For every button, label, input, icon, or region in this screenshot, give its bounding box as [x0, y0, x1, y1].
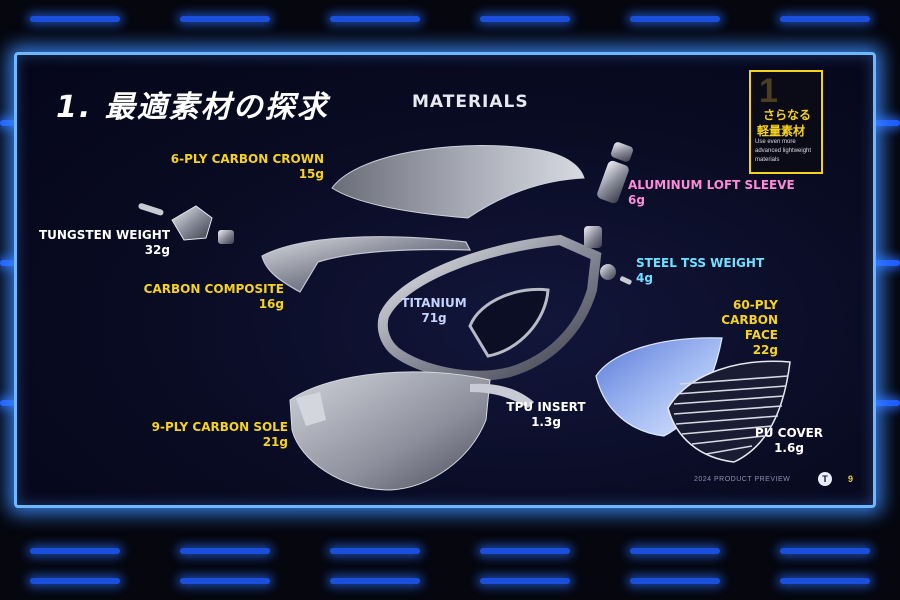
- pu-cover-part: [667, 360, 791, 463]
- carbon-composite-part: [261, 236, 471, 293]
- slide-subtitle: MATERIALS: [412, 92, 529, 112]
- label-tungsten-weight: TUNGSTEN WEIGHT 32g: [28, 228, 170, 258]
- label-carbon-crown: 6-PLY CARBON CROWN 15g: [152, 152, 324, 182]
- label-carbon-sole: 9-PLY CARBON SOLE 21g: [128, 420, 288, 450]
- label-name: CARBON COMPOSITE: [143, 282, 284, 296]
- label-weight: 6g: [628, 193, 645, 207]
- carbon-crown-part: [331, 145, 585, 219]
- titanium-body-part: [377, 234, 602, 381]
- carbon-sole-part: [289, 371, 491, 491]
- led-strip-bottom-2: [0, 578, 900, 586]
- brand-logo-icon: T: [818, 472, 832, 486]
- label-titanium: TITANIUM 71g: [386, 296, 482, 326]
- label-carbon-face: 60-PLY CARBON FACE 22g: [668, 298, 778, 358]
- label-name: TUNGSTEN WEIGHT: [38, 228, 170, 242]
- label-tpu-insert: TPU INSERT 1.3g: [496, 400, 596, 430]
- label-weight: 71g: [421, 311, 447, 325]
- label-weight: 1.6g: [774, 441, 804, 455]
- label-steel-tss-weight: STEEL TSS WEIGHT 4g: [636, 256, 766, 286]
- label-name: 60-PLY CARBON FACE: [721, 298, 778, 342]
- tpu-insert-part: [470, 383, 534, 408]
- steel-tss-weight-part: [600, 264, 632, 285]
- feature-badge: 1 さらなる 軽量素材 Use even more advanced light…: [749, 70, 823, 174]
- label-weight: 15g: [298, 167, 324, 181]
- label-name: 6-PLY CARBON CROWN: [170, 152, 324, 166]
- badge-note: Use even more advanced lightweight mater…: [755, 139, 812, 163]
- led-strip-bottom-1: [0, 548, 900, 556]
- aluminum-loft-sleeve-part: [584, 142, 634, 248]
- label-name: PU COVER: [754, 426, 824, 440]
- slide-footer: 2024 PRODUCT PREVIEW: [694, 476, 791, 483]
- label-name: TITANIUM: [401, 296, 467, 310]
- led-strip-top: [0, 16, 900, 24]
- slide-title: 1. 最適素材の探求: [56, 90, 329, 125]
- label-name: ALUMINUM LOFT SLEEVE: [628, 178, 795, 192]
- label-weight: 32g: [144, 243, 170, 257]
- label-name: STEEL TSS WEIGHT: [636, 256, 765, 270]
- label-pu-cover: PU COVER 1.6g: [744, 426, 834, 456]
- badge-line-2: 軽量素材: [757, 124, 806, 138]
- label-carbon-composite: CARBON COMPOSITE 16g: [124, 282, 284, 312]
- label-weight: 16g: [258, 297, 284, 311]
- badge-number: 1: [759, 72, 778, 110]
- label-name: 9-PLY CARBON SOLE: [151, 420, 288, 434]
- led-side-right: [860, 400, 900, 406]
- page-number: 9: [848, 474, 854, 484]
- label-name: TPU INSERT: [506, 400, 586, 414]
- badge-line-1: さらなる: [763, 108, 812, 122]
- label-weight: 1.3g: [531, 415, 561, 429]
- label-aluminum-loft-sleeve: ALUMINUM LOFT SLEEVE 6g: [628, 178, 798, 208]
- label-weight: 22g: [752, 343, 778, 357]
- label-weight: 21g: [262, 435, 288, 449]
- tungsten-weight-part: [138, 203, 234, 244]
- led-side-right: [860, 120, 900, 126]
- led-side-right: [860, 260, 900, 266]
- label-weight: 4g: [636, 271, 653, 285]
